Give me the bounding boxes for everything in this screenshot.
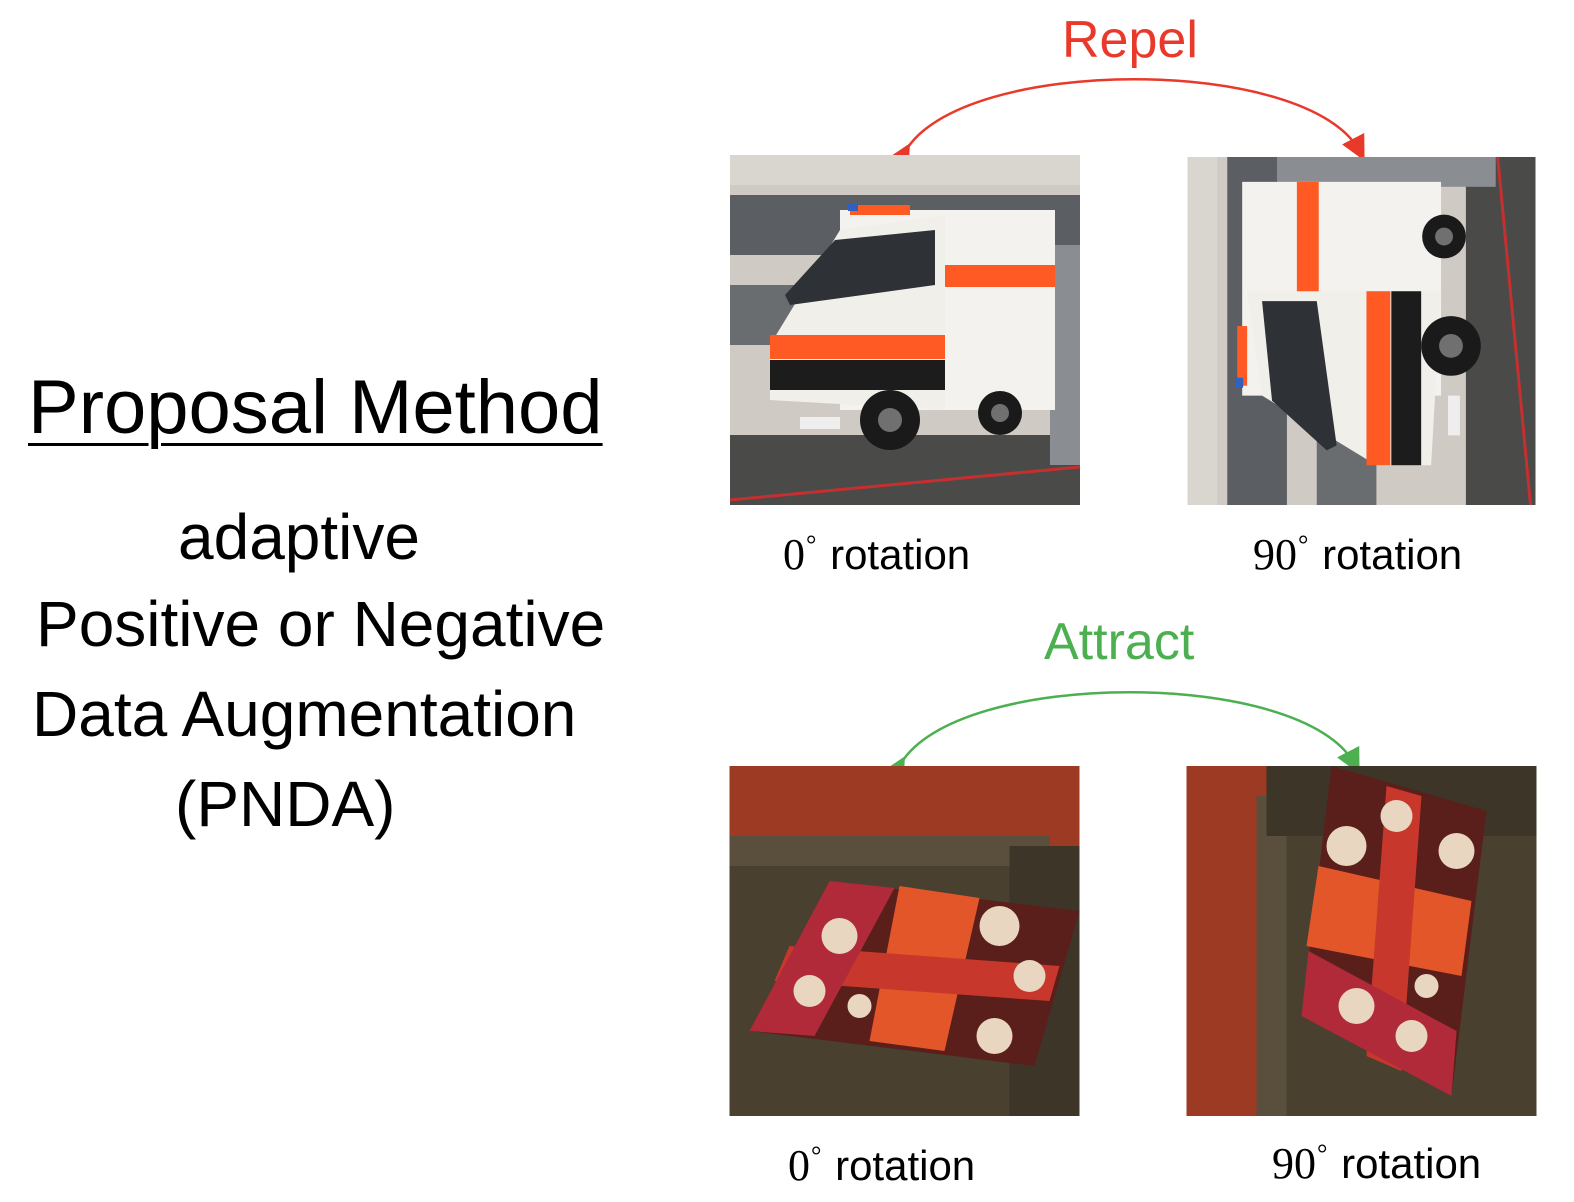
caption-top-left: 0° rotation [783, 532, 970, 577]
subtitle-line-2: Positive or Negative [36, 588, 606, 660]
subtitle-line-1: adaptive [178, 501, 420, 573]
attract-label: Attract [1044, 613, 1195, 671]
caption-top-right: 90° rotation [1253, 532, 1462, 577]
degree-symbol: ° [1298, 530, 1309, 559]
caption-number: 0 [788, 1141, 810, 1190]
caption-number: 90 [1272, 1139, 1316, 1188]
caption-number: 90 [1253, 530, 1297, 579]
subtitle-line-3: Data Augmentation [32, 678, 577, 750]
repel-arrow [886, 78, 1365, 172]
degree-symbol: ° [811, 1141, 822, 1170]
cushion-image-rotated [1186, 766, 1537, 1116]
caption-text: rotation [835, 1142, 976, 1189]
subtitle-line-4: (PNDA) [175, 768, 396, 840]
degree-symbol: ° [1317, 1139, 1328, 1168]
cushion-image [729, 766, 1080, 1116]
caption-text: rotation [1341, 1140, 1482, 1187]
caption-bottom-right: 90° rotation [1272, 1141, 1481, 1186]
caption-number: 0 [783, 530, 805, 579]
ambulance-image-rotated [1186, 157, 1537, 505]
degree-symbol: ° [806, 530, 817, 559]
ambulance-body [770, 203, 1055, 450]
page-title: Proposal Method [28, 365, 603, 450]
caption-text: rotation [830, 531, 971, 578]
caption-text: rotation [1322, 531, 1463, 578]
ambulance-image [730, 155, 1080, 505]
attract-arrow [881, 691, 1360, 785]
caption-bottom-left: 0° rotation [788, 1143, 975, 1188]
cushion [749, 881, 1080, 1066]
repel-label: Repel [1062, 11, 1198, 69]
